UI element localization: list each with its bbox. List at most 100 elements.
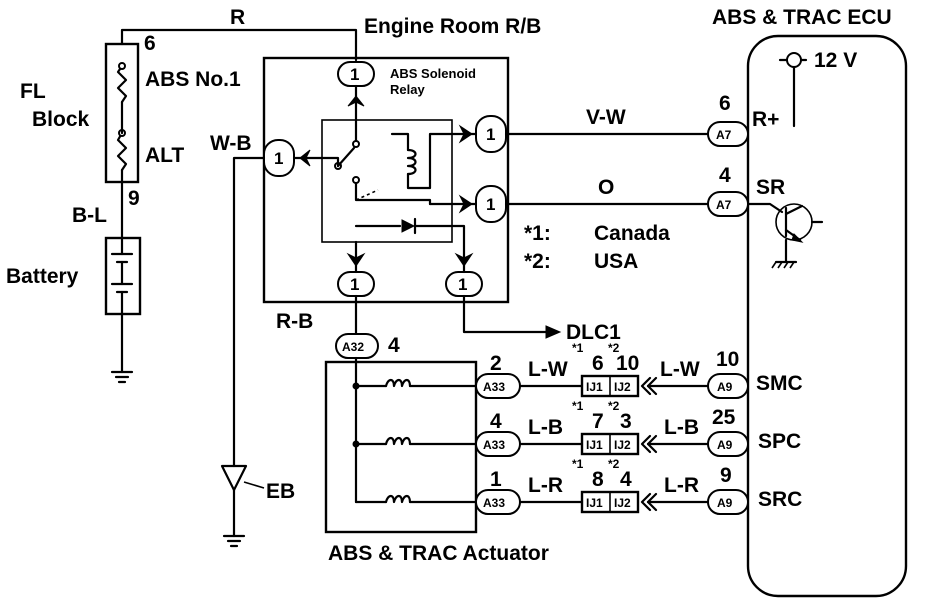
fl-pin-bottom: 9 <box>128 187 140 210</box>
switch-wire <box>354 182 432 206</box>
actuator-pin-smc: 2 <box>490 352 502 375</box>
connector-a33-spc: A33 <box>475 431 521 457</box>
fl-pin-top: 6 <box>144 32 156 55</box>
row-src: L-R IJ1 IJ2 *1 *2 8 4 L-R <box>518 457 710 514</box>
solenoid-coil-icon <box>384 378 412 388</box>
rb-pin-top: 1 <box>337 61 375 87</box>
connector-text: A9 <box>717 496 733 510</box>
connector-text: A7 <box>716 198 732 212</box>
ij2-text: IJ2 <box>614 380 631 394</box>
connector-text: A33 <box>483 438 505 452</box>
junction-pin-ij1: 6 <box>592 352 604 375</box>
eb-leader <box>243 481 265 489</box>
rb-pin-left: 1 <box>263 139 295 177</box>
footnotes: *1: Canada *2: USA <box>524 222 670 273</box>
ecu-pin-smc: 10 <box>716 348 739 371</box>
solenoid-spc <box>352 436 478 448</box>
connector-a7-lower: A7 <box>707 191 749 217</box>
note-2-key: *2: <box>524 250 551 273</box>
transistor-arrow <box>791 233 804 243</box>
rb-title: Engine Room R/B <box>364 15 541 38</box>
ecu-pin-sr: 4 <box>719 164 731 187</box>
ecu-smc-label: SMC <box>756 372 803 395</box>
fl-block: FL Block ABS No.1 ALT 6 9 <box>20 32 241 210</box>
arrow-up-icon <box>347 95 365 107</box>
relay-switch-blade <box>336 146 356 168</box>
row-smc: L-W IJ1 IJ2 *1 *2 6 10 L-W <box>518 341 710 398</box>
star1-text: *1 <box>572 399 584 413</box>
ecu-src-label: SRC <box>758 488 802 511</box>
wire-rb-label: R-B <box>276 310 313 333</box>
junction-pin-ij2: 4 <box>620 468 632 491</box>
alt-fuse-symbol <box>116 131 128 172</box>
rb-pin-bottom-right: 1 <box>445 271 483 297</box>
ecu-internal-wire <box>738 202 784 214</box>
star1-text: *1 <box>572 457 584 471</box>
solenoid-coil-icon <box>384 494 412 504</box>
star1-text: *1 <box>572 341 584 355</box>
connector-a9-spc: A9 <box>707 431 749 457</box>
relay-coil-symbol <box>406 148 417 176</box>
ecu-sr-label: SR <box>756 176 785 199</box>
note-1-key: *1: <box>524 222 551 245</box>
diode-wire <box>413 224 466 230</box>
rb-pin-text: 1 <box>274 149 283 168</box>
ij1-text: IJ1 <box>586 438 603 452</box>
a32-pin: 4 <box>388 334 400 357</box>
ij1-text: IJ1 <box>586 496 603 510</box>
rb-frame <box>262 56 510 304</box>
battery: Battery <box>6 236 142 316</box>
junction-pin-ij1: 7 <box>592 410 604 433</box>
ecu-pin-spc: 25 <box>712 406 736 429</box>
star2-text: *2 <box>608 457 620 471</box>
row-spc: L-B IJ1 IJ2 *1 *2 7 3 L-B <box>518 399 710 456</box>
actuator-frame <box>324 360 478 534</box>
abs-fuse-symbol <box>116 64 128 104</box>
wire-vw-label: V-W <box>586 106 626 129</box>
abs-trac-ecu: ABS & TRAC ECU 12 V R+ SR SMC SPC SRC <box>712 6 908 598</box>
actuator-pin-spc: 4 <box>490 410 502 433</box>
fuse-alt-label: ALT <box>145 144 184 167</box>
switch-linkage <box>355 189 379 201</box>
switch-wire <box>320 156 340 168</box>
note-1-value: Canada <box>594 222 670 245</box>
wire-lr-left: L-R <box>528 474 563 497</box>
fl-title-2: Block <box>32 108 90 131</box>
connector-shape <box>707 191 749 217</box>
connector-a33-src: A33 <box>475 489 521 515</box>
chassis-ground-icon <box>771 261 795 269</box>
wire-lw-right: L-W <box>660 358 700 381</box>
arrow-down-icon <box>346 252 366 267</box>
ground-symbol <box>110 370 134 384</box>
note-2-value: USA <box>594 250 638 273</box>
relay-label-2: Relay <box>390 82 425 97</box>
ground-eb-icon <box>220 464 248 548</box>
ecu-title: ABS & TRAC ECU <box>712 6 892 29</box>
switch-contact <box>352 176 360 184</box>
connector-a9-smc: A9 <box>707 373 749 399</box>
switch-contact <box>352 140 360 148</box>
eb-label: EB <box>266 480 295 503</box>
wire-lb-left: L-B <box>528 416 563 439</box>
ij1-text: IJ1 <box>586 380 603 394</box>
arrow-right-icon <box>458 194 473 214</box>
eb-triangle <box>220 464 248 492</box>
star2-text: *2 <box>608 341 620 355</box>
actuator-pin-src: 1 <box>490 468 502 491</box>
connector-a33-smc: A33 <box>475 373 521 399</box>
relay-label-1: ABS Solenoid <box>390 66 476 81</box>
wire-lr-right: L-R <box>664 474 699 497</box>
rb-pin-right-lower: 1 <box>475 185 507 223</box>
rb-pin-text: 1 <box>350 65 359 84</box>
ecu-pin-rplus: 6 <box>719 92 731 115</box>
solenoid-src <box>354 494 478 504</box>
coil-wire <box>390 132 410 152</box>
engine-room-rb: Engine Room R/B ABS Solenoid Relay 1 1 1… <box>262 15 541 304</box>
rb-pin-bottom-left: 1 <box>337 271 375 297</box>
arrow-right-icon <box>545 325 562 339</box>
connector-text: A9 <box>717 380 733 394</box>
ecu-frame <box>746 34 908 598</box>
solenoid-coil-icon <box>384 436 412 446</box>
wire-bl-label: B-L <box>72 204 107 227</box>
